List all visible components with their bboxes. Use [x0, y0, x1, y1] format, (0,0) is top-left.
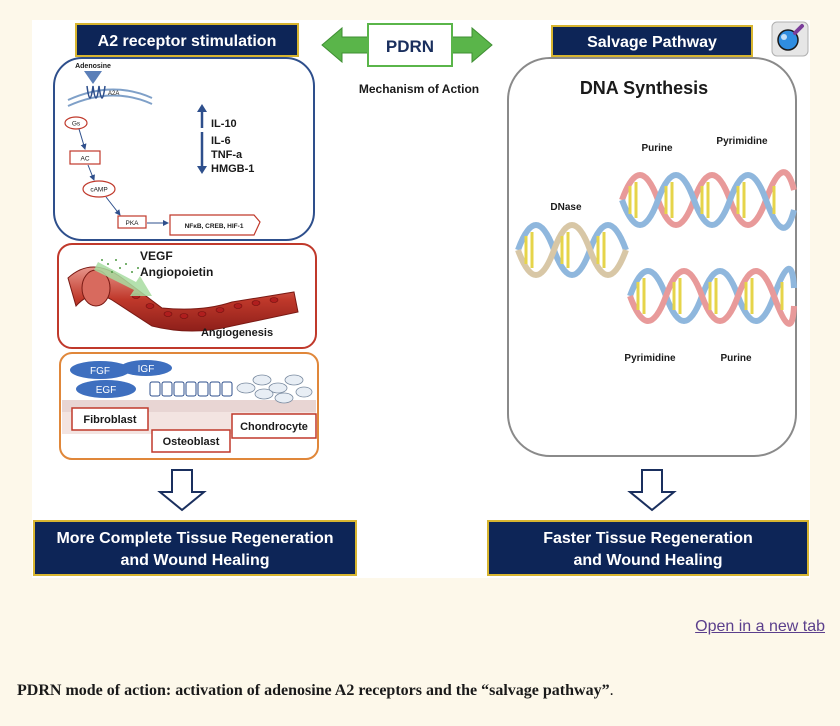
salvage-header-text: Salvage Pathway — [587, 34, 717, 51]
tnfa-label: TNF-a — [211, 149, 243, 161]
osteoblast-label: Osteoblast — [163, 436, 220, 448]
pdrn-title: PDRN — [386, 37, 434, 56]
chondrocyte-label: Chondrocyte — [240, 421, 308, 433]
il6-label: IL-6 — [211, 135, 231, 147]
a2a-receptor-icon — [86, 85, 106, 99]
vegf-label: VEGF — [140, 249, 173, 263]
targets-node — [169, 214, 261, 236]
right-result-line-2: and Wound Healing — [573, 552, 722, 569]
cell-row — [149, 381, 233, 397]
igf-badge — [120, 360, 172, 376]
a2-header-box — [75, 23, 299, 57]
zoom-icon[interactable] — [771, 21, 809, 57]
fgf-label: FGF — [90, 366, 110, 377]
pka-node — [117, 215, 147, 229]
a2a-label: A2A — [108, 91, 119, 97]
targets-label: NFκB, CREB, HIF-1 — [185, 223, 244, 230]
right-down-arrow-icon — [627, 469, 677, 512]
hmgb1-label: HMGB-1 — [211, 163, 254, 175]
arrow-gs-ac — [78, 128, 87, 150]
pyrimidine-top-label: Pyrimidine — [716, 136, 768, 147]
camp-label: cAMP — [90, 187, 107, 194]
dna-synthesis-title: DNA Synthesis — [580, 78, 708, 98]
right-result-line-1: Faster Tissue Regeneration — [543, 530, 753, 547]
dna-helix-left — [515, 222, 629, 278]
gs-node — [64, 116, 88, 130]
up-arrow-icon — [197, 104, 207, 128]
mechanism-label: Mechanism of Action — [359, 82, 479, 96]
fibroblast-label: Fibroblast — [83, 414, 137, 426]
angiogenesis-label: Angiogenesis — [201, 327, 273, 339]
growth-factor-dots — [101, 259, 139, 273]
growth-factor-arrow — [94, 262, 152, 296]
arrow-ac-camp — [87, 164, 95, 181]
camp-node — [82, 180, 116, 198]
left-result-line-1: More Complete Tissue Regeneration — [56, 530, 333, 547]
dnase-label: DNase — [550, 202, 582, 213]
purine-top-label: Purine — [641, 143, 673, 154]
egf-label: EGF — [96, 385, 117, 396]
left-result-box — [33, 520, 357, 576]
pka-label: PKA — [125, 220, 139, 227]
diagram-figure: PDRN Mechanism of Action A2 receptor sti… — [32, 20, 810, 578]
salvage-header-box — [551, 25, 753, 57]
a2-header-text: A2 receptor stimulation — [98, 33, 277, 50]
arrow-camp-pka — [105, 196, 121, 216]
right-result-box — [487, 520, 809, 576]
pdrn-title-box — [367, 23, 453, 67]
chondrocyte-box — [231, 413, 317, 439]
receptor-panel — [53, 57, 315, 241]
caption-period: . — [609, 682, 614, 699]
caption-text: PDRN mode of action: activation of adeno… — [17, 682, 610, 699]
egf-badge — [76, 380, 136, 398]
igf-label: IGF — [138, 364, 155, 375]
down-arrow-icon — [197, 132, 207, 174]
angiopoietin-label: Angiopoietin — [140, 265, 213, 279]
adenosine-icon — [84, 71, 102, 84]
fgf-badge — [70, 361, 130, 379]
purine-bottom-label: Purine — [720, 353, 752, 364]
gs-label: Gs — [72, 121, 81, 128]
salvage-panel — [507, 57, 797, 457]
cell-cluster — [236, 374, 313, 404]
ac-node — [69, 150, 101, 165]
il10-label: IL-10 — [211, 118, 237, 130]
ac-label: AC — [80, 156, 89, 163]
dna-helix-lower — [627, 265, 797, 327]
adenosine-label: Adenosine — [75, 63, 111, 70]
left-down-arrow-icon — [157, 469, 207, 512]
cell-membrane — [67, 88, 153, 101]
osteoblast-box — [151, 429, 231, 453]
cell-membrane-inner — [67, 94, 153, 107]
open-in-new-tab-link[interactable]: Open in a new tab — [695, 618, 825, 635]
fibroblast-box — [71, 407, 149, 431]
left-result-line-2: and Wound Healing — [120, 552, 269, 569]
pyrimidine-bottom-label: Pyrimidine — [624, 353, 676, 364]
figure-caption: PDRN mode of action: activation of adeno… — [17, 682, 823, 700]
dna-helix-upper — [619, 169, 797, 231]
